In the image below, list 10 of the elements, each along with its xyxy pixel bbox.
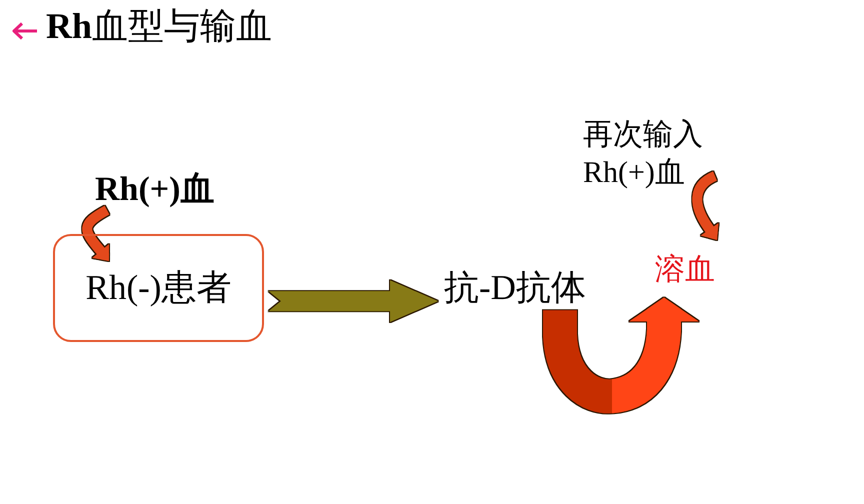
box-label: Rh(-)患者 <box>86 268 232 308</box>
u-turn-arrow <box>543 298 699 414</box>
diagram-title: Rh血型与输血 <box>46 6 272 48</box>
node-label: 溶血 <box>655 253 715 288</box>
node-label: Rh(+)血 <box>95 170 214 210</box>
block-arrow <box>267 280 438 322</box>
node-label: 抗-D抗体 <box>444 268 586 308</box>
curved-arrow <box>692 172 722 243</box>
node-label: 再次输入Rh(+)血 <box>583 116 711 192</box>
process-box <box>53 234 264 342</box>
